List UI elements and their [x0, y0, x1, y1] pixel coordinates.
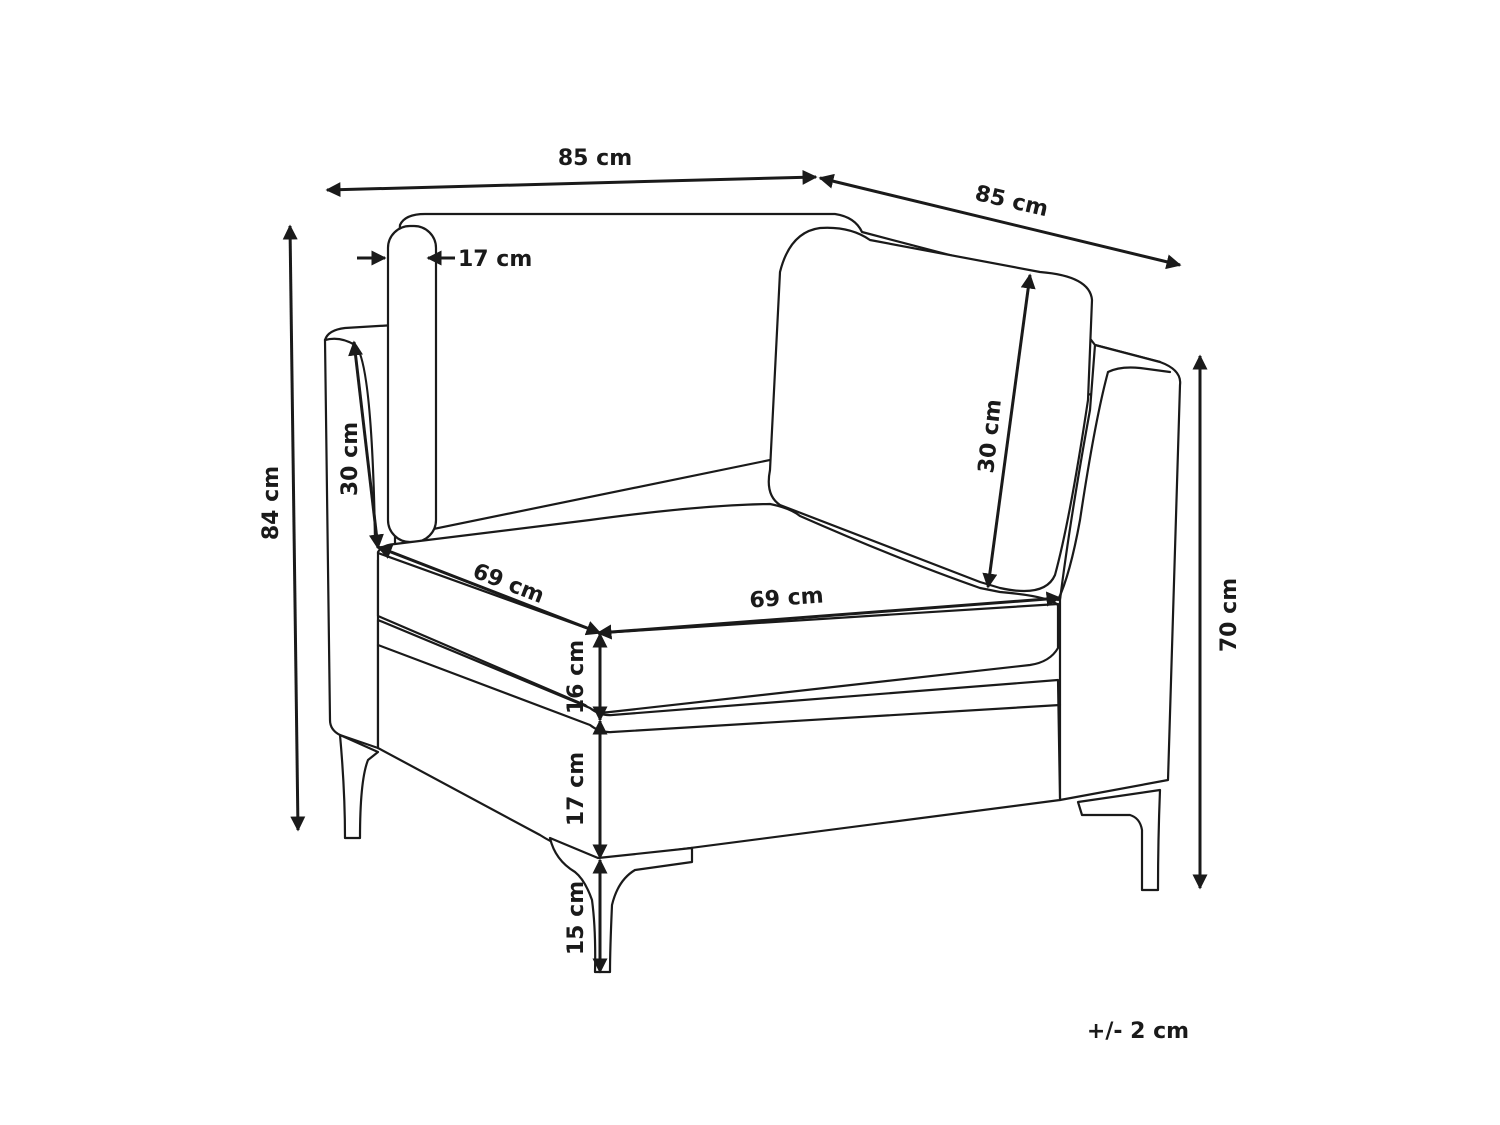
label-leg-height: 15 cm	[564, 881, 589, 955]
label-arm-height: 70 cm	[1217, 578, 1242, 652]
right-arm-inner	[1056, 366, 1172, 602]
label-top-depth: 85 cm	[972, 181, 1050, 222]
label-base-height: 17 cm	[564, 752, 589, 826]
dim-line-seat-width	[596, 591, 1062, 640]
dim-line-seat-depth	[376, 544, 602, 636]
label-total-height: 84 cm	[259, 466, 284, 540]
dim-line-total-height	[282, 224, 306, 832]
leg-front-right	[1076, 788, 1162, 892]
dim-line-top-width	[325, 169, 818, 198]
left-back-cushion	[386, 224, 438, 544]
label-armrest-width: 17 cm	[458, 247, 532, 272]
label-seat-width: 69 cm	[749, 583, 825, 613]
label-top-width: 85 cm	[558, 146, 632, 171]
dimension-lines	[282, 169, 1208, 974]
dim-line-left-back-cushion	[348, 340, 384, 550]
tolerance-note: +/- 2 cm	[1087, 1019, 1189, 1044]
dim-line-right-back-cushion	[982, 273, 1036, 589]
dim-line-top-depth	[818, 173, 1182, 270]
label-left-back-cushion: 30 cm	[338, 422, 363, 496]
leg-front-left	[338, 733, 380, 840]
label-seat-cushion-height: 16 cm	[564, 640, 589, 714]
